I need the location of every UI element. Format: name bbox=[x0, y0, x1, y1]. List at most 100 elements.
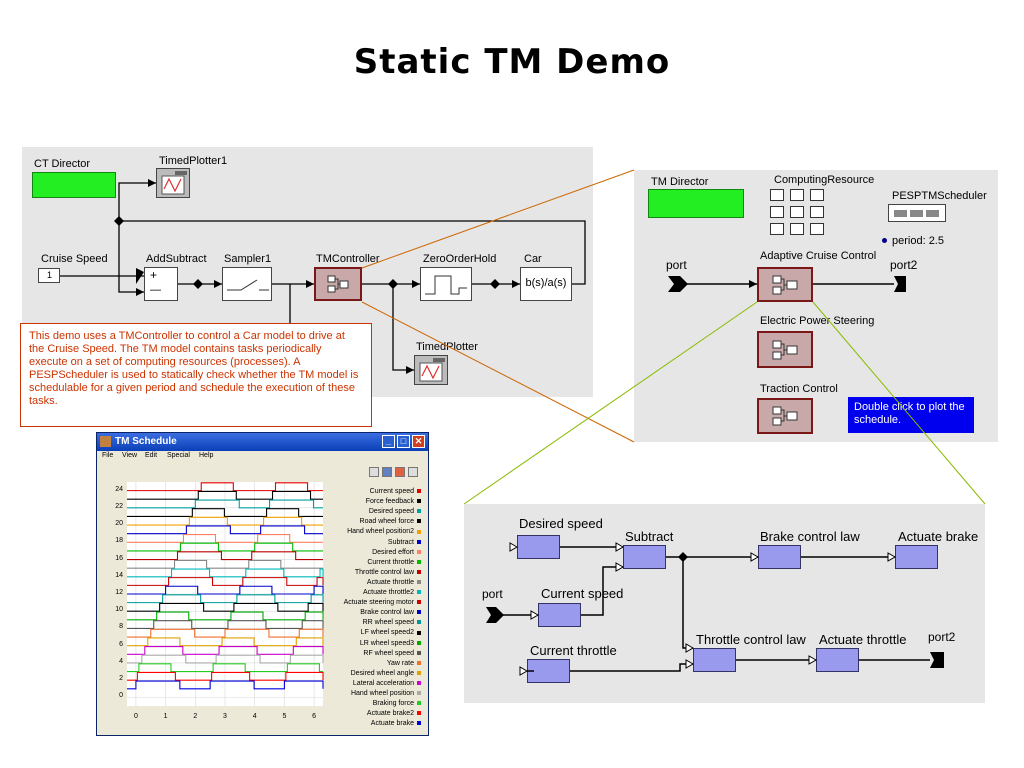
throttle-control-law-block[interactable] bbox=[693, 648, 736, 672]
adaptive-cruise-label: Adaptive Cruise Control bbox=[760, 250, 877, 262]
series-line bbox=[127, 602, 324, 612]
series-line bbox=[127, 568, 324, 578]
format-icon[interactable] bbox=[395, 467, 405, 477]
actuate-brake-label: Actuate brake bbox=[898, 529, 979, 544]
resource-cell bbox=[790, 206, 804, 218]
close-icon[interactable]: ✕ bbox=[412, 435, 425, 448]
y-tick-label: 8 bbox=[119, 623, 123, 631]
save-icon[interactable] bbox=[369, 467, 379, 477]
x-tick-label: 1 bbox=[163, 713, 168, 720]
legend-swatch bbox=[417, 660, 421, 665]
legend-swatch bbox=[417, 681, 421, 686]
scheduler-slot bbox=[926, 210, 939, 217]
legend-label: Current speed bbox=[369, 488, 414, 495]
car-block[interactable]: b(s)/a(s) bbox=[520, 267, 572, 301]
window-title-bar[interactable]: TM Schedule _ □ ✕ bbox=[97, 433, 428, 451]
series-line bbox=[127, 628, 324, 638]
legend-entry: Actuate brake bbox=[319, 720, 421, 728]
legend-entry: Lateral acceleration bbox=[319, 680, 421, 688]
legend-entry: Desired wheel angle bbox=[319, 670, 421, 678]
legend-entry: Road wheel force bbox=[319, 518, 421, 526]
legend-entry: Actuate steering motor bbox=[319, 599, 421, 607]
legend-label: Desired wheel angle bbox=[350, 669, 414, 677]
legend-label: LR wheel speed3 bbox=[359, 639, 414, 647]
current-throttle-block[interactable] bbox=[527, 659, 570, 683]
menu-edit[interactable]: Edit bbox=[145, 452, 158, 459]
tm-input-port-icon bbox=[668, 276, 688, 292]
legend-label: Braking force bbox=[372, 700, 414, 708]
y-tick-label: 14 bbox=[115, 571, 123, 579]
schedule-chart bbox=[127, 482, 324, 706]
current-speed-block[interactable] bbox=[538, 603, 581, 627]
x-tick-label: 2 bbox=[193, 713, 198, 720]
current-throttle-label: Current throttle bbox=[530, 643, 617, 658]
plus-sign: + bbox=[150, 268, 158, 282]
series-line bbox=[127, 534, 323, 543]
legend-swatch bbox=[417, 600, 421, 605]
tm-controller-block[interactable] bbox=[314, 267, 362, 301]
reset-axes-icon[interactable] bbox=[382, 467, 392, 477]
y-tick-label: 22 bbox=[115, 502, 123, 510]
legend-label: Actuate brake2 bbox=[366, 710, 414, 718]
menu-file[interactable]: File bbox=[102, 452, 114, 459]
series-line bbox=[127, 499, 323, 509]
fill-icon[interactable] bbox=[408, 467, 418, 477]
y-tick-label: 16 bbox=[115, 554, 123, 562]
actuate-throttle-label: Actuate throttle bbox=[819, 632, 907, 647]
plot-icon bbox=[161, 171, 187, 195]
cruise-speed-block[interactable]: 1 bbox=[38, 268, 60, 283]
eps-block[interactable] bbox=[757, 331, 813, 368]
menu-special[interactable]: Special bbox=[167, 452, 190, 459]
subtract-label: Subtract bbox=[625, 529, 674, 544]
actuate-brake-block[interactable] bbox=[895, 545, 938, 569]
legend-label: LF wheel speed2 bbox=[360, 629, 414, 637]
composite-icon bbox=[327, 275, 349, 293]
maximize-icon[interactable]: □ bbox=[397, 435, 410, 448]
series-line bbox=[127, 594, 324, 604]
sampler-block[interactable] bbox=[222, 267, 272, 301]
series-line bbox=[127, 516, 323, 526]
sampler-label: Sampler1 bbox=[224, 253, 272, 265]
adaptive-cruise-block[interactable] bbox=[757, 267, 813, 302]
menu-view[interactable]: View bbox=[122, 452, 138, 459]
legend-entry: Force feedback bbox=[319, 498, 421, 506]
subtract-block[interactable] bbox=[623, 545, 666, 569]
legend-label: Desired effort bbox=[372, 548, 414, 556]
legend-entry: Actuate brake2 bbox=[319, 710, 421, 718]
timed-plotter1-block[interactable] bbox=[156, 168, 190, 198]
pesp-scheduler-block[interactable] bbox=[888, 204, 946, 222]
series-line bbox=[127, 508, 323, 518]
legend-swatch bbox=[417, 650, 421, 655]
ct-director-block[interactable] bbox=[32, 172, 116, 198]
series-line bbox=[127, 577, 324, 586]
timed-plotter-label: TimedPlotter bbox=[416, 341, 478, 353]
legend-entry: Braking force bbox=[319, 700, 421, 708]
menu-help[interactable]: Help bbox=[199, 452, 214, 459]
legend-swatch bbox=[417, 499, 421, 504]
tm-director-block[interactable] bbox=[648, 189, 744, 218]
add-subtract-block[interactable]: + — bbox=[144, 267, 178, 301]
traction-control-block[interactable] bbox=[757, 398, 813, 434]
series-line bbox=[127, 490, 323, 500]
y-tick-label: 24 bbox=[115, 485, 123, 493]
timed-plotter-block[interactable] bbox=[414, 355, 448, 385]
brake-control-law-label: Brake control law bbox=[760, 529, 860, 544]
computing-resource-block[interactable] bbox=[770, 189, 830, 235]
legend-swatch bbox=[417, 519, 421, 524]
resource-cell bbox=[790, 189, 804, 201]
y-tick-label: 20 bbox=[115, 520, 123, 528]
window-app-icon bbox=[100, 436, 111, 447]
zero-order-hold-block[interactable] bbox=[420, 267, 472, 301]
y-tick-label: 18 bbox=[115, 537, 123, 545]
tm-schedule-window[interactable]: TM Schedule _ □ ✕ File View Edit Special… bbox=[96, 432, 429, 736]
legend-entry: LF wheel speed2 bbox=[319, 629, 421, 637]
legend-swatch bbox=[417, 509, 421, 514]
series-line bbox=[127, 525, 323, 535]
legend-entry: Actuate throttle2 bbox=[319, 589, 421, 597]
legend-entry: Current speed bbox=[319, 488, 421, 496]
legend-swatch bbox=[417, 701, 421, 706]
minimize-icon[interactable]: _ bbox=[382, 435, 395, 448]
legend-label: Subtract bbox=[387, 538, 414, 546]
